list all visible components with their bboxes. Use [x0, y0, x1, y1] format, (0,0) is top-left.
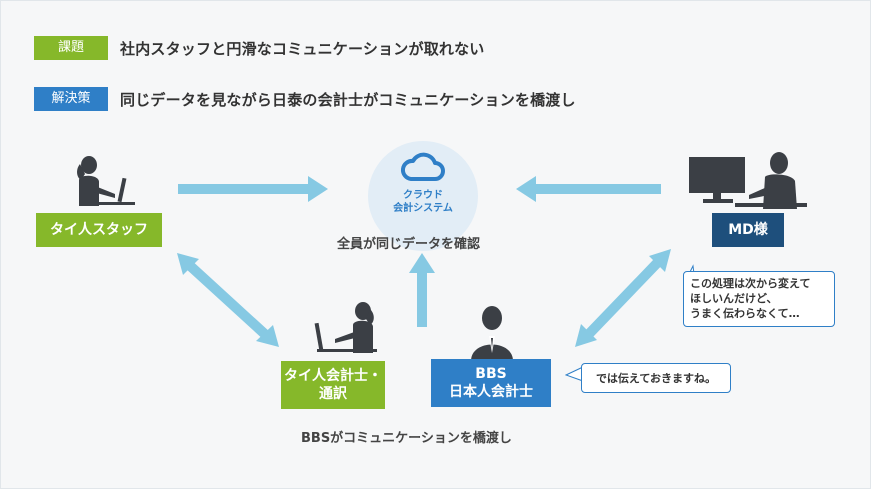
arrow-staff-accountant-shaft — [183, 259, 272, 341]
arrow-up-to-cloud — [409, 253, 435, 327]
cloud-circle — [368, 141, 478, 251]
solution-text: 同じデータを見ながら日泰の会計士がコミュニケーションを橋渡し — [120, 90, 576, 109]
cloud-icon — [401, 152, 445, 181]
bbs-accountant-person-icon — [471, 306, 513, 361]
arrow-head-bbs-end — [575, 324, 597, 347]
bbs-label-line2: 日本人会計士 — [449, 384, 533, 400]
thai-staff-label: タイ人スタッフ — [36, 213, 162, 247]
issue-text: 社内スタッフと円滑なコミュニケーションが取れない — [120, 39, 485, 58]
center-caption: 全員が同じデータを確認 — [337, 237, 481, 252]
solution-tag: 解決策 — [34, 87, 108, 111]
bottom-caption: BBSがコミュニケーションを橋渡し — [301, 431, 512, 446]
arrow-head-md-end — [649, 249, 671, 272]
md-person-icon — [689, 152, 807, 209]
md-bubble-line2: ほしいんだけど、 — [690, 292, 778, 305]
arrow-md-bbs-shaft — [582, 255, 665, 341]
arrow-head-staff-end — [177, 253, 199, 275]
md-bubble-line1: この処理は次から変えて — [690, 277, 811, 290]
arrow-md-to-cloud — [516, 176, 661, 202]
bbs-speech-bubble: では伝えておきますね。 — [581, 363, 731, 393]
md-speech-bubble: この処理は次から変えて ほしいんだけど、 うまく伝わらなくて… — [683, 271, 835, 327]
issue-tag: 課題 — [34, 36, 108, 60]
issue-row: 課題 社内スタッフと円滑なコミュニケーションが取れない — [34, 36, 485, 60]
md-bubble-line3: うまく伝わらなくて… — [690, 307, 800, 320]
thai-accountant-line1: タイ人会計士・ — [284, 368, 382, 384]
cloud-label-line2: 会計システム — [393, 203, 453, 214]
cloud-label: クラウド 会計システム — [368, 189, 478, 215]
solution-row: 解決策 同じデータを見ながら日泰の会計士がコミュニケーションを橋渡し — [34, 87, 576, 111]
bbs-label-line1: BBS — [475, 366, 507, 382]
arrow-head-accountant-end — [256, 325, 279, 347]
thai-accountant-line2: 通訳 — [319, 386, 347, 402]
md-label: MD様 — [712, 213, 784, 247]
bbs-label: BBS 日本人会計士 — [431, 359, 551, 407]
arrow-staff-to-cloud — [178, 176, 328, 202]
thai-accountant-person-icon — [314, 302, 377, 353]
thai-accountant-label: タイ人会計士・ 通訳 — [281, 361, 385, 409]
thai-staff-person-icon — [77, 156, 135, 206]
cloud-label-line1: クラウド — [403, 190, 443, 201]
